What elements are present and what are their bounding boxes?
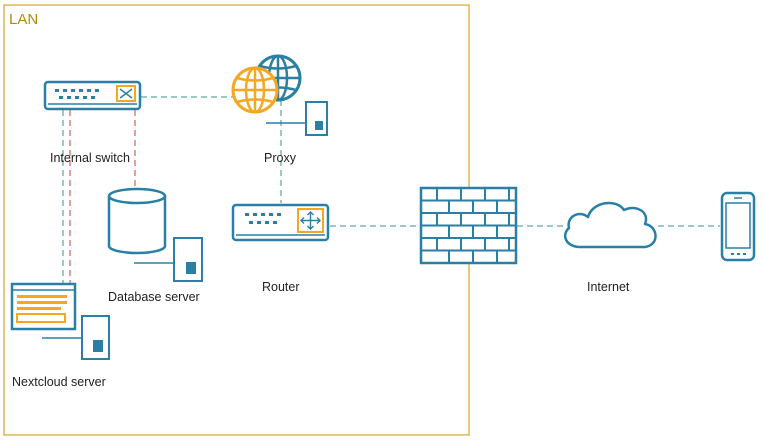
network-switch-icon	[43, 80, 142, 111]
database-server-icon	[134, 237, 203, 282]
cloud-icon	[564, 201, 657, 249]
proxy-server-icon	[266, 101, 328, 136]
smartphone-icon	[720, 191, 756, 262]
nextcloud-server-icon	[42, 315, 110, 360]
database-server-label: Database server	[108, 290, 200, 304]
nextcloud-server-label: Nextcloud server	[12, 375, 106, 389]
database-icon	[107, 187, 167, 255]
internal-switch-label: Internal switch	[50, 151, 130, 165]
firewall-icon	[419, 186, 518, 265]
router-label: Router	[262, 280, 300, 294]
web-app-icon	[10, 282, 77, 331]
internet-label: Internet	[587, 280, 630, 294]
connections	[62, 96, 720, 288]
lan-label: LAN	[9, 11, 38, 28]
router-icon	[231, 203, 330, 242]
proxy-label: Proxy	[264, 151, 297, 165]
proxy-globe-icon	[231, 54, 302, 114]
